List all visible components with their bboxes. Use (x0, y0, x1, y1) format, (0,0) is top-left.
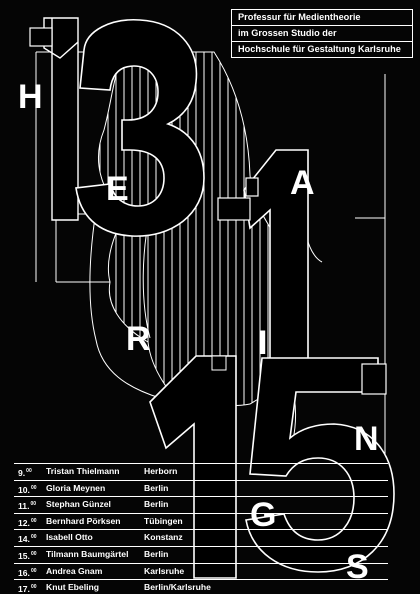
schedule-date: 17.00 (18, 584, 37, 594)
speaker-city: Konstanz (144, 532, 183, 543)
numeral-15 (149, 355, 395, 579)
speaker-name: Bernhard Pörksen (46, 515, 121, 526)
institution-box: Professur für Medientheorie im Grossen S… (231, 9, 413, 58)
schedule-row: 10.00 Gloria Meynen Berlin (14, 479, 388, 497)
schedule-time: 00 (30, 584, 37, 591)
schedule-row: 15.00 Tilmann Baumgärtel Berlin (14, 545, 388, 563)
schedule-row: 14.00 Isabell Otto Konstanz (14, 529, 388, 546)
hearings-letters: H E A R I N G S (18, 78, 379, 586)
schedule-date: 12.00 (18, 517, 37, 528)
speaker-city: Berlin (144, 499, 169, 510)
speaker-name: Tilmann Baumgärtel (46, 548, 129, 559)
letter-i: I (258, 324, 267, 362)
speaker-name: Andrea Gnam (46, 565, 103, 576)
speaker-name: Tristan Thielmann (46, 466, 120, 476)
letter-h: H (18, 78, 43, 116)
schedule-time: 00 (30, 484, 37, 491)
letter-a: A (290, 164, 315, 202)
schedule-table: 9.00 Tristan Thielmann Herborn 10.00 Gloria … (14, 463, 388, 594)
letter-n: N (354, 420, 379, 458)
schedule-time: 00 (30, 534, 37, 541)
schedule-date: 16.00 (18, 567, 37, 578)
numeral-13 (29, 17, 205, 237)
letter-r: R (126, 320, 151, 358)
speaker-city: Berlin (144, 548, 169, 559)
schedule-row: 12.00 Bernhard Pörksen Tübingen (14, 512, 388, 530)
speaker-name: Gloria Meynen (46, 482, 106, 493)
schedule-row: 16.00 Andrea Gnam Karlsruhe (14, 562, 388, 580)
schedule-row: 17.00 Knut Ebeling Berlin/Karlsruhe (14, 579, 388, 594)
schedule-time: 00 (30, 517, 37, 524)
speaker-city: Herborn (144, 466, 178, 476)
institution-line: im Grossen Studio der (232, 26, 412, 42)
letter-g: G (250, 496, 276, 534)
institution-line: Hochschule für Gestaltung Karlsruhe (238, 44, 401, 54)
schedule-time: 00 (30, 501, 37, 508)
speaker-city: Karlsruhe (144, 565, 185, 576)
schedule-time: 00 (30, 550, 37, 557)
schedule-date: 14.00 (18, 534, 37, 545)
speaker-city: Berlin (144, 482, 169, 493)
outline-ribbon (89, 209, 323, 471)
schedule-row: 11.00 Stephan Günzel Berlin (14, 496, 388, 513)
schedule-date: 15.00 (18, 550, 37, 561)
schedule-time: 00 (30, 567, 37, 574)
speaker-city: Tübingen (144, 515, 183, 526)
letter-s: S (346, 548, 369, 586)
schedule-row: 9.00 Tristan Thielmann Herborn (14, 463, 388, 480)
institution-line: Professur für Medientheorie (232, 10, 412, 26)
schedule-date: 11.00 (18, 501, 37, 512)
letter-e: E (106, 170, 129, 208)
speaker-city: Berlin/Karlsruhe (144, 582, 211, 593)
speaker-name: Knut Ebeling (46, 582, 99, 593)
schedule-date: 10.00 (18, 484, 37, 495)
speaker-name: Isabell Otto (46, 532, 93, 543)
speaker-name: Stephan Günzel (46, 499, 111, 510)
schedule-date: 9.00 (18, 468, 32, 478)
schedule-time: 00 (26, 468, 32, 474)
